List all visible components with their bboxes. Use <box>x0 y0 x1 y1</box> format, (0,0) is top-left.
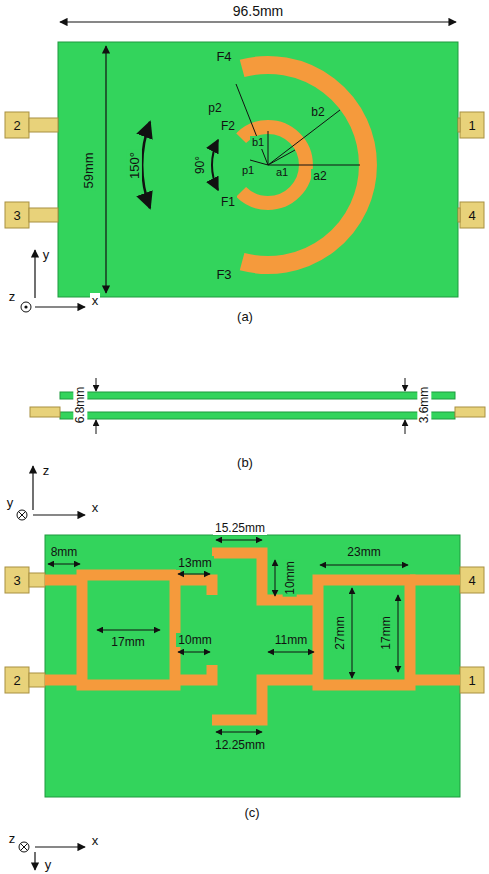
dimension-label: 13mm <box>176 556 213 570</box>
port-number: 2 <box>11 673 22 688</box>
dimension-label: 10mm <box>176 633 213 647</box>
dimension-label: 17mm <box>109 635 146 649</box>
part-label: p1 <box>240 164 256 177</box>
dimension-label: 150° <box>126 150 141 181</box>
part-label: x <box>90 833 101 848</box>
part-label: F3 <box>214 267 233 282</box>
part-label: b1 <box>250 136 266 149</box>
part-label: y <box>5 495 16 510</box>
dimension-label: 8mm <box>49 545 80 559</box>
dimension-label: 23mm <box>345 545 382 559</box>
part-label: y <box>43 857 54 872</box>
dimension-label: 12.25mm <box>213 738 267 752</box>
dimension-label: 3.6mm <box>417 385 431 426</box>
dimension-label: 59mm <box>81 150 96 190</box>
part-label: p2 <box>206 101 223 115</box>
port-number: 4 <box>466 208 477 223</box>
part-label: (b) <box>235 455 255 470</box>
dimension-label: 27mm <box>333 614 347 651</box>
port-number: 3 <box>11 208 22 223</box>
part-label: z <box>41 463 52 478</box>
part-label: (c) <box>242 805 261 820</box>
dimension-label: 90° <box>193 154 207 176</box>
part-label: F1 <box>219 195 237 209</box>
dimension-label: 11mm <box>273 633 309 647</box>
part-label: y <box>41 247 52 262</box>
dimension-label: 17mm <box>379 614 393 651</box>
port-number: 1 <box>466 673 477 688</box>
port-number: 1 <box>466 118 477 133</box>
part-label: x <box>90 293 101 308</box>
part-label: z <box>7 831 18 846</box>
dimension-label: 96.5mm <box>231 3 286 19</box>
part-label: (a) <box>235 309 255 324</box>
part-label: b2 <box>309 105 326 119</box>
dimension-label: 15.25mm <box>213 521 267 535</box>
part-label: x <box>90 500 101 515</box>
dimension-label: 10mm <box>283 559 297 596</box>
dimension-label: 6.8mm <box>73 385 87 426</box>
port-number: 2 <box>11 118 22 133</box>
port-number: 4 <box>466 573 477 588</box>
part-label: a2 <box>311 169 328 183</box>
part-label: z <box>7 289 18 304</box>
part-label: F2 <box>219 119 237 133</box>
port-number: 3 <box>11 573 22 588</box>
part-label: a1 <box>274 166 290 179</box>
part-label: F4 <box>214 49 233 64</box>
